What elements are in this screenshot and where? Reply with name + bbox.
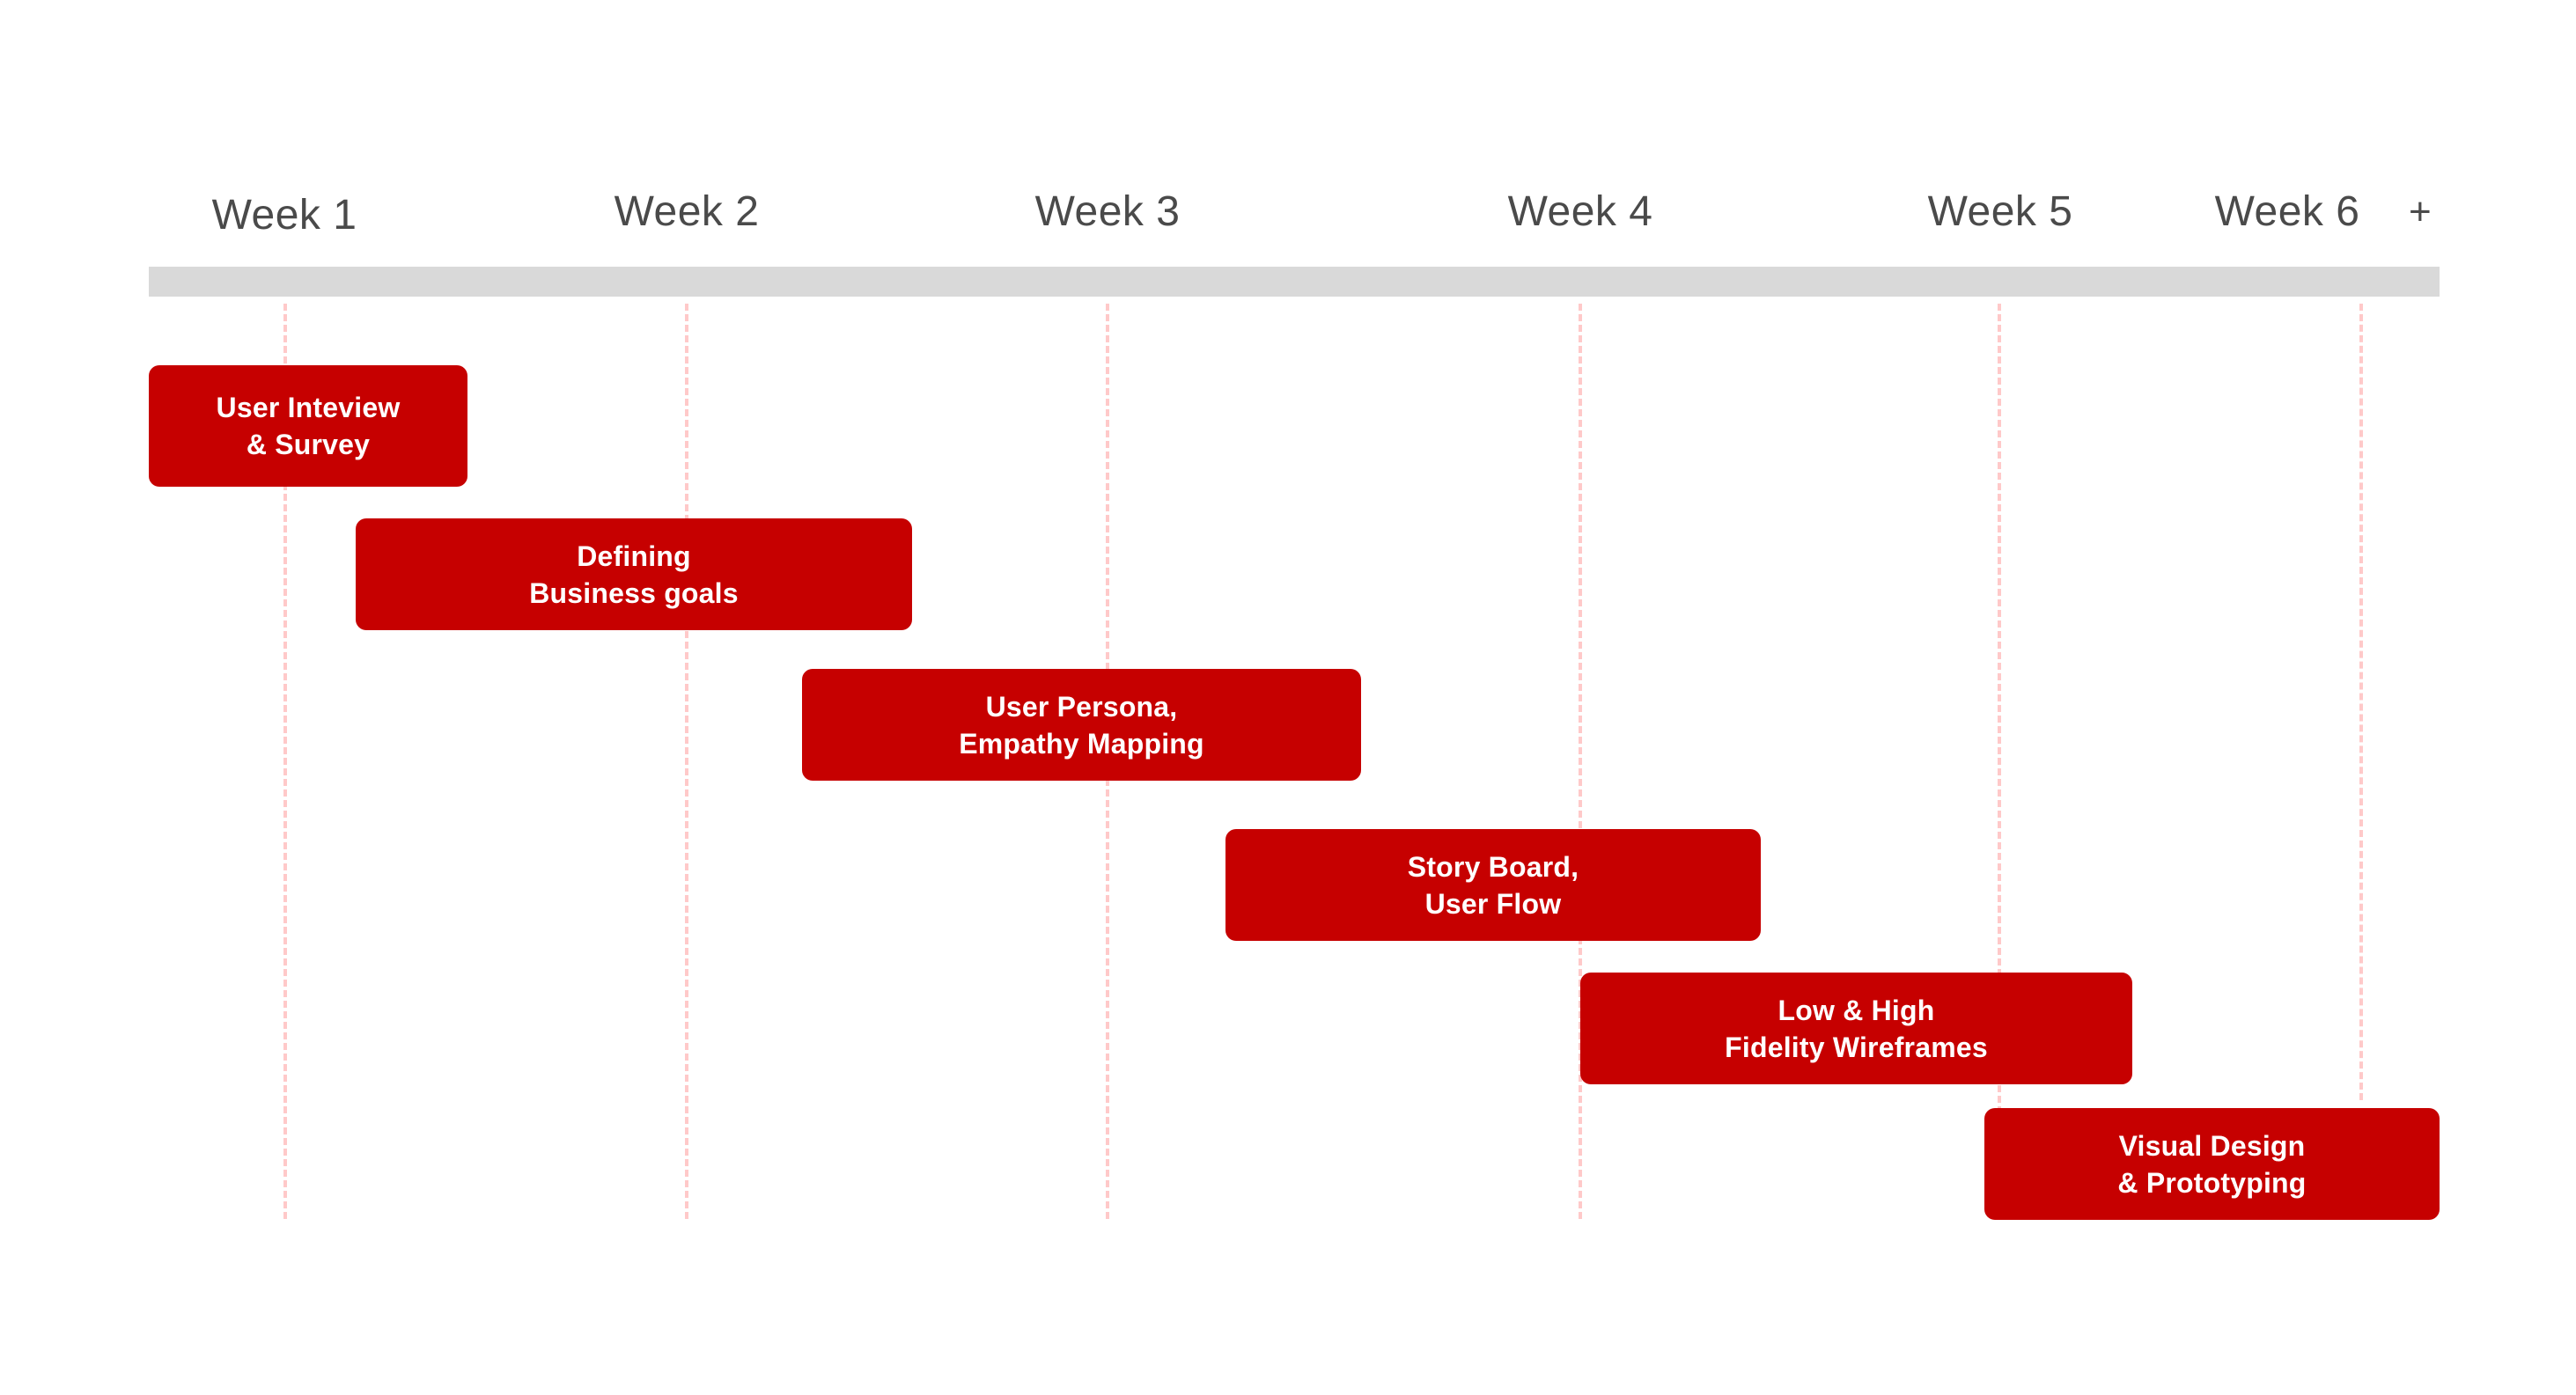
task-label-line1: User Inteview [216, 392, 401, 423]
task-label-line2: User Flow [1424, 887, 1562, 920]
task-label-line2: Fidelity Wireframes [1725, 1031, 1988, 1063]
task-visual-design-prototyping: Visual Design & Prototyping [1984, 1108, 2440, 1220]
task-label-line1: Low & High [1777, 994, 1935, 1026]
task-label-line1: User Persona, [985, 690, 1178, 723]
timeline-bar [149, 267, 2440, 297]
task-label-line2: Business goals [529, 576, 739, 609]
gridline-week-2 [685, 304, 688, 1219]
gridline-week-6 [2359, 304, 2363, 1100]
more-weeks-plus: + [2409, 190, 2432, 233]
task-defining-business-goals: Defining Business goals [356, 518, 912, 630]
task-label-line1: Story Board, [1407, 850, 1579, 883]
task-label-line1: Visual Design [2118, 1129, 2306, 1162]
week-label-1: Week 1 [211, 192, 357, 239]
week-label-2: Week 2 [614, 188, 760, 235]
week-label-5: Week 5 [1927, 188, 2073, 235]
week-label-4: Week 4 [1507, 188, 1653, 235]
task-story-board-user-flow: Story Board, User Flow [1225, 829, 1761, 941]
task-label-line2: & Prototyping [2117, 1166, 2307, 1199]
gridline-week-5 [1998, 304, 2001, 1219]
task-wireframes: Low & High Fidelity Wireframes [1580, 973, 2132, 1084]
task-label-line2: Empathy Mapping [959, 727, 1204, 760]
gridline-week-1 [283, 304, 287, 1219]
task-label-line2: & Survey [246, 429, 371, 460]
task-label-line1: Defining [577, 540, 691, 572]
task-user-persona-empathy-mapping: User Persona, Empathy Mapping [802, 669, 1361, 781]
gridline-week-4 [1579, 304, 1582, 1219]
week-label-3: Week 3 [1034, 188, 1181, 235]
week-label-6: Week 6 [2214, 188, 2360, 235]
task-user-interview-survey: User Inteview & Survey [149, 365, 467, 487]
